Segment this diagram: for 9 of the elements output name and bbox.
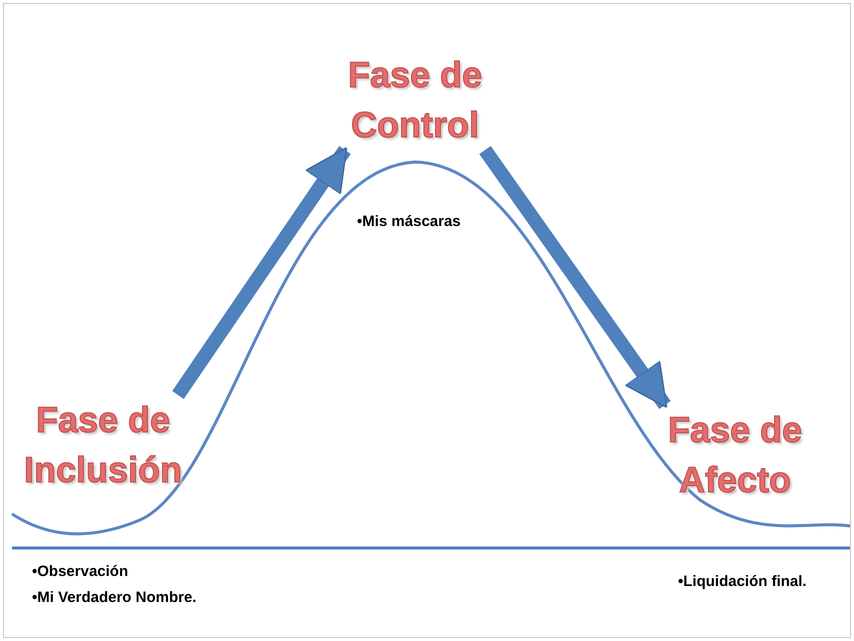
bullet-note: •Mis máscaras <box>357 213 461 230</box>
phase-title: Fase de Afecto <box>655 405 815 505</box>
block-arrow <box>172 146 351 399</box>
phase-title: Fase de Control <box>335 50 495 150</box>
bullet-note: •Observación <box>32 563 128 580</box>
phase-title: Fase de Inclusión <box>18 395 188 495</box>
bullet-note: •Mi Verdadero Nombre. <box>32 589 196 606</box>
block-arrow <box>479 146 671 410</box>
bullet-note: •Liquidación final. <box>678 573 807 590</box>
